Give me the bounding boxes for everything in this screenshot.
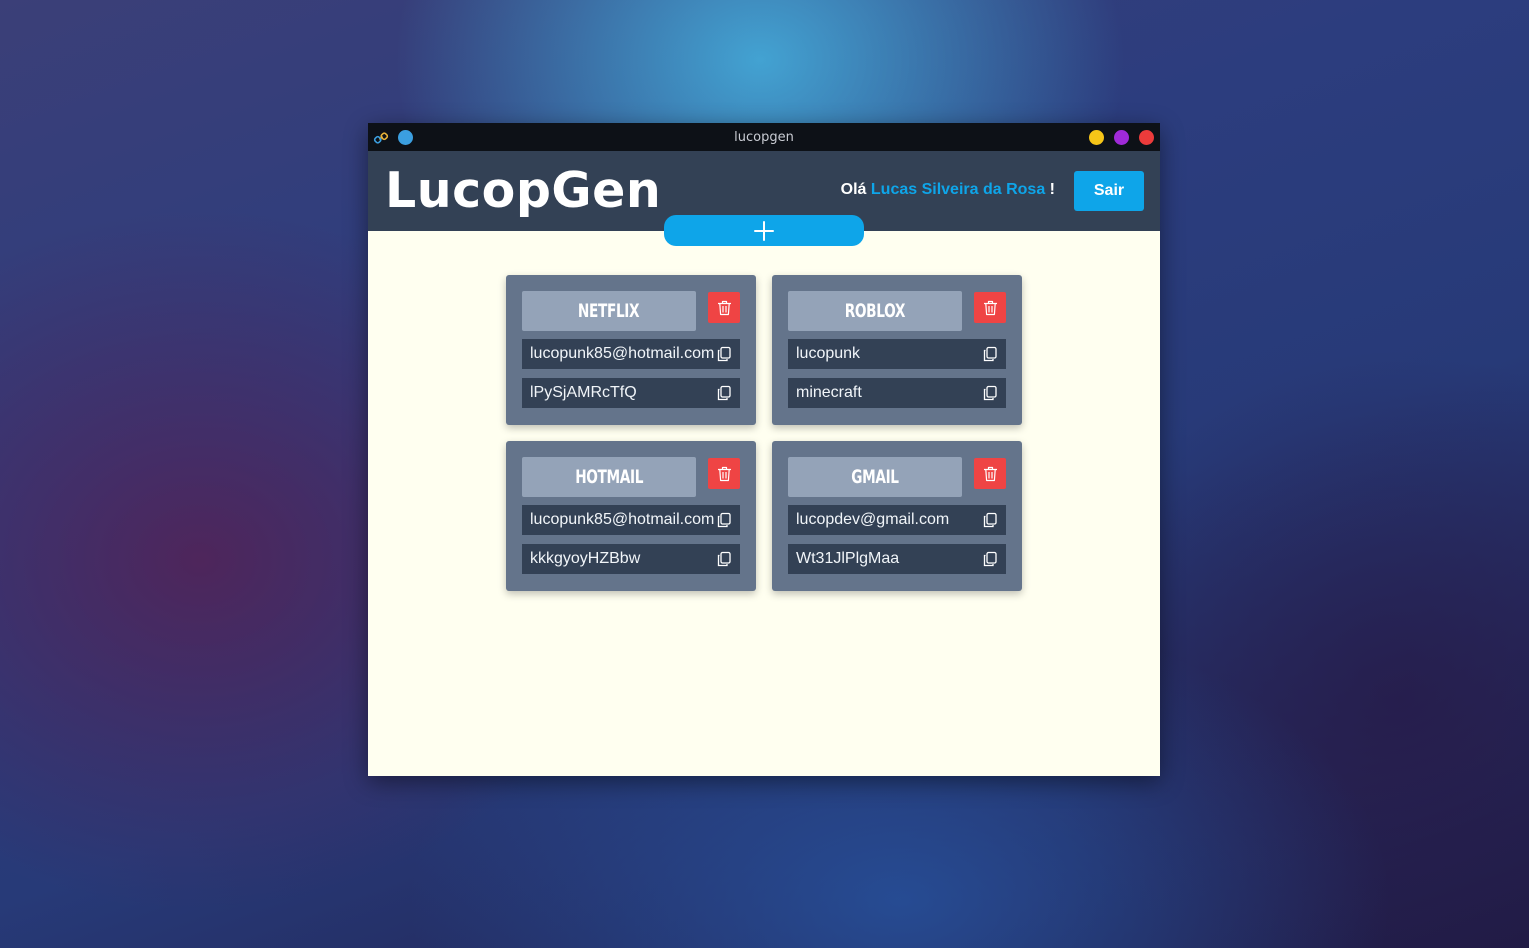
plus-icon: [754, 220, 774, 241]
app-window: lucopgen LucopGen Olá Lucas Silveira da …: [368, 123, 1160, 776]
copy-password-button[interactable]: [982, 551, 998, 567]
login-value: lucopunk: [796, 345, 861, 362]
login-value: lucopunk85@hotmail.com: [530, 511, 715, 528]
trash-icon: [717, 300, 731, 315]
trash-icon: [983, 300, 997, 315]
brand-logo: LucopGen: [385, 162, 662, 219]
copy-icon: [717, 385, 731, 401]
greeting-prefix: Olá: [840, 181, 867, 198]
app-header: LucopGen Olá Lucas Silveira da Rosa ! Sa…: [368, 151, 1160, 231]
greeting-suffix: !: [1049, 181, 1055, 198]
password-value: kkkgyoyHZBbw: [530, 550, 641, 567]
login-field: lucopdev@gmail.com: [788, 505, 1006, 535]
account-title-text: NETFLIX: [578, 300, 640, 322]
account-card: GMAIL lucopdev@gmail.com Wt31JlPlgMaa: [772, 441, 1022, 591]
copy-icon: [983, 346, 997, 362]
logout-button[interactable]: Sair: [1074, 171, 1144, 211]
copy-icon: [717, 346, 731, 362]
password-field: minecraft: [788, 378, 1006, 408]
account-title: ROBLOX: [788, 291, 962, 331]
delete-button[interactable]: [708, 458, 740, 489]
window-menu-button[interactable]: [398, 130, 413, 145]
login-field: lucopunk85@hotmail.com: [522, 505, 740, 535]
link-app-icon: [373, 131, 389, 144]
copy-login-button[interactable]: [716, 512, 732, 528]
copy-icon: [983, 551, 997, 567]
copy-icon: [983, 512, 997, 528]
login-value: lucopunk85@hotmail.com: [530, 345, 715, 362]
user-name: Lucas Silveira da Rosa: [870, 181, 1046, 198]
login-field: lucopunk: [788, 339, 1006, 369]
account-card: HOTMAIL lucopunk85@hotmail.com kkkgyoyHZ…: [506, 441, 756, 591]
maximize-button[interactable]: [1114, 130, 1129, 145]
password-field: Wt31JlPlgMaa: [788, 544, 1006, 574]
login-field: lucopunk85@hotmail.com: [522, 339, 740, 369]
copy-login-button[interactable]: [716, 346, 732, 362]
minimize-button[interactable]: [1089, 130, 1104, 145]
close-window-button[interactable]: [1139, 130, 1154, 145]
account-title: GMAIL: [788, 457, 962, 497]
account-title: NETFLIX: [522, 291, 696, 331]
trash-icon: [983, 466, 997, 481]
copy-login-button[interactable]: [982, 512, 998, 528]
delete-button[interactable]: [974, 458, 1006, 489]
account-card: ROBLOX lucopunk minecraft: [772, 275, 1022, 425]
password-field: kkkgyoyHZBbw: [522, 544, 740, 574]
password-value: Wt31JlPlgMaa: [796, 550, 900, 567]
account-card: NETFLIX lucopunk85@hotmail.com lPySjAMRc…: [506, 275, 756, 425]
greeting: Olá Lucas Silveira da Rosa !: [841, 181, 1055, 199]
copy-password-button[interactable]: [716, 551, 732, 567]
password-value: minecraft: [796, 384, 862, 401]
copy-password-button[interactable]: [982, 385, 998, 401]
password-field: lPySjAMRcTfQ: [522, 378, 740, 408]
delete-button[interactable]: [708, 292, 740, 323]
trash-icon: [717, 466, 731, 481]
account-title-text: ROBLOX: [844, 300, 906, 322]
copy-icon: [717, 512, 731, 528]
copy-icon: [983, 385, 997, 401]
account-grid: NETFLIX lucopunk85@hotmail.com lPySjAMRc…: [506, 275, 1022, 591]
copy-password-button[interactable]: [716, 385, 732, 401]
account-title-text: GMAIL: [851, 466, 899, 488]
window-title: lucopgen: [734, 130, 794, 145]
copy-icon: [717, 551, 731, 567]
account-title-text: HOTMAIL: [575, 466, 643, 488]
password-value: lPySjAMRcTfQ: [530, 384, 637, 401]
delete-button[interactable]: [974, 292, 1006, 323]
add-account-button[interactable]: [664, 215, 864, 246]
title-bar[interactable]: lucopgen: [368, 123, 1160, 151]
login-value: lucopdev@gmail.com: [796, 511, 950, 528]
account-title: HOTMAIL: [522, 457, 696, 497]
copy-login-button[interactable]: [982, 346, 998, 362]
